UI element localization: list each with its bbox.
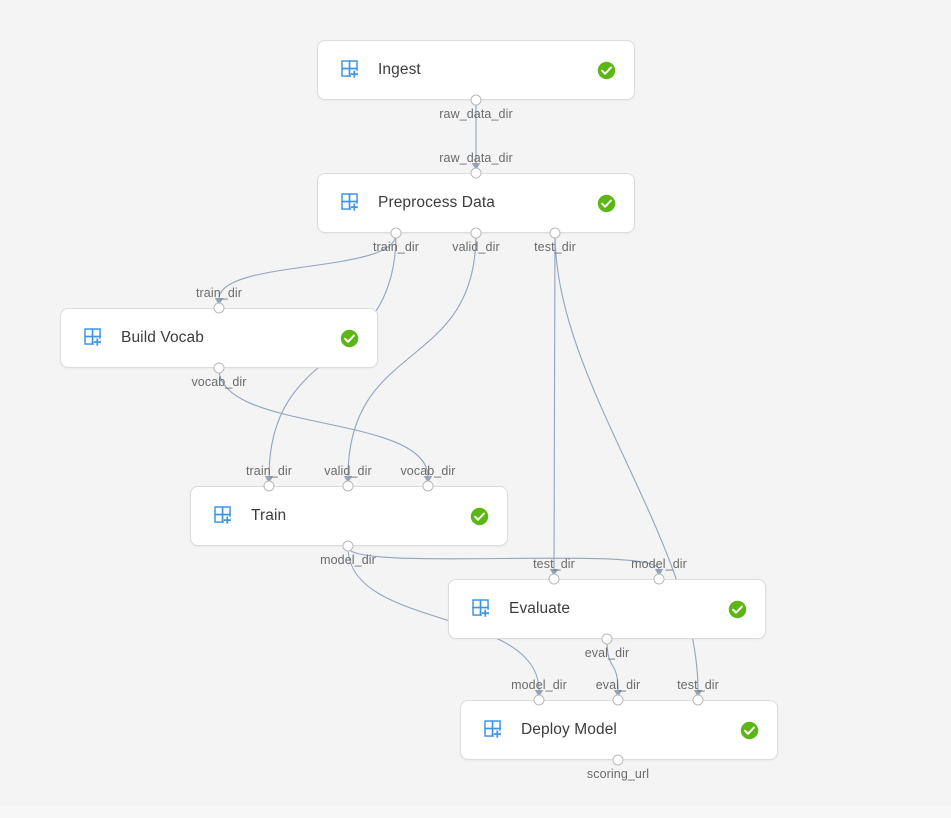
check-circle-icon bbox=[597, 61, 616, 79]
node-title: Ingest bbox=[378, 61, 421, 78]
node-title: Preprocess Data bbox=[378, 194, 495, 211]
output-port-label: vocab_dir bbox=[191, 375, 247, 389]
output-port-label: eval_dir bbox=[584, 646, 630, 660]
input-port-valid_dir[interactable] bbox=[342, 480, 354, 492]
check-circle-icon bbox=[340, 329, 359, 347]
grid-plus-icon bbox=[341, 60, 358, 78]
input-port-model_dir[interactable] bbox=[533, 694, 545, 706]
edge-test_dir bbox=[553, 233, 556, 571]
input-port-eval_dir[interactable] bbox=[612, 694, 624, 706]
input-port-raw_data_dir[interactable] bbox=[470, 167, 482, 179]
input-port-label: model_dir bbox=[631, 557, 687, 571]
output-port-vocab_dir[interactable] bbox=[213, 362, 225, 374]
input-port-train_dir[interactable] bbox=[263, 480, 275, 492]
node-train[interactable]: Train bbox=[190, 486, 508, 546]
output-port-label: raw_data_dir bbox=[439, 107, 513, 121]
output-port-label: valid_dir bbox=[452, 240, 500, 254]
grid-plus-icon bbox=[341, 193, 358, 211]
input-port-label: train_dir bbox=[195, 286, 243, 300]
output-port-raw_data_dir[interactable] bbox=[470, 94, 482, 106]
node-title: Build Vocab bbox=[121, 329, 204, 346]
node-title: Deploy Model bbox=[521, 721, 617, 738]
node-ingest[interactable]: Ingest bbox=[317, 40, 635, 100]
input-port-test_dir[interactable] bbox=[548, 573, 560, 585]
edge-train_dir bbox=[218, 233, 397, 300]
check-circle-icon bbox=[470, 507, 489, 525]
input-port-model_dir[interactable] bbox=[653, 573, 665, 585]
input-port-label: eval_dir bbox=[595, 678, 641, 692]
node-preprocess-data[interactable]: Preprocess Data bbox=[317, 173, 635, 233]
edge-model_dir bbox=[347, 546, 660, 571]
input-port-label: test_dir bbox=[677, 678, 719, 692]
node-evaluate[interactable]: Evaluate bbox=[448, 579, 766, 639]
check-circle-icon bbox=[728, 600, 747, 618]
output-port-model_dir[interactable] bbox=[342, 540, 354, 552]
check-circle-icon bbox=[740, 721, 759, 739]
input-port-label: valid_dir bbox=[324, 464, 372, 478]
output-port-eval_dir[interactable] bbox=[601, 633, 613, 645]
check-circle-icon bbox=[597, 194, 616, 212]
edge-vocab_dir bbox=[218, 368, 429, 478]
input-port-vocab_dir[interactable] bbox=[422, 480, 434, 492]
input-port-label: test_dir bbox=[533, 557, 575, 571]
output-port-valid_dir[interactable] bbox=[470, 227, 482, 239]
output-port-test_dir[interactable] bbox=[549, 227, 561, 239]
input-port-label: train_dir bbox=[245, 464, 293, 478]
node-title: Train bbox=[251, 507, 287, 524]
input-port-train_dir[interactable] bbox=[213, 302, 225, 314]
output-port-train_dir[interactable] bbox=[390, 227, 402, 239]
grid-plus-icon bbox=[214, 506, 231, 524]
input-port-label: raw_data_dir bbox=[439, 151, 513, 165]
node-build-vocab[interactable]: Build Vocab bbox=[60, 308, 378, 368]
input-port-label: model_dir bbox=[511, 678, 567, 692]
canvas-bottom-strip bbox=[0, 806, 951, 818]
grid-plus-icon bbox=[84, 328, 101, 346]
output-port-label: test_dir bbox=[534, 240, 576, 254]
input-port-test_dir[interactable] bbox=[692, 694, 704, 706]
grid-plus-icon bbox=[472, 599, 489, 617]
node-title: Evaluate bbox=[509, 600, 571, 617]
output-port-scoring_url[interactable] bbox=[612, 754, 624, 766]
grid-plus-icon bbox=[484, 720, 501, 738]
node-deploy-model[interactable]: Deploy Model bbox=[460, 700, 778, 760]
output-port-label: scoring_url bbox=[586, 767, 650, 781]
output-port-label: model_dir bbox=[320, 553, 376, 567]
input-port-label: vocab_dir bbox=[400, 464, 456, 478]
output-port-label: train_dir bbox=[372, 240, 420, 254]
